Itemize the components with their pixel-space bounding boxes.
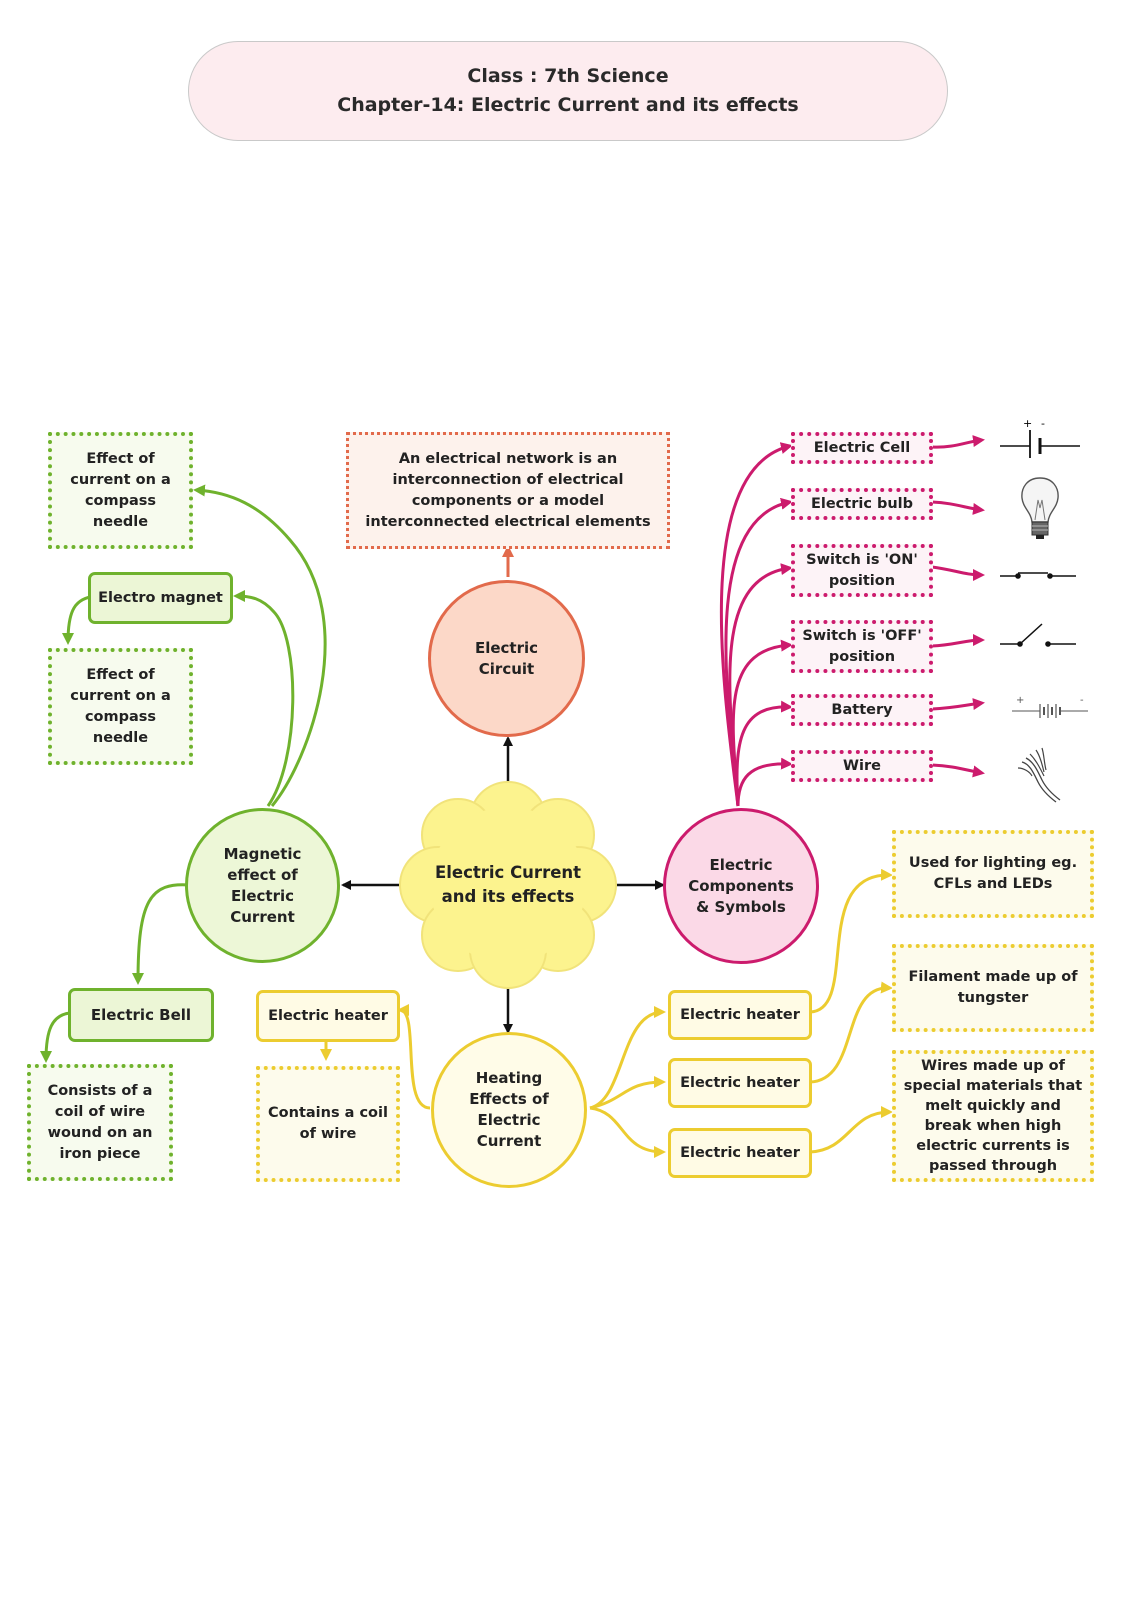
- heating-effect-node: Heating Effects of Electric Current: [431, 1032, 587, 1188]
- component-label-battery: Battery: [791, 694, 933, 726]
- center-cloud-shape: [399, 781, 617, 989]
- electromagnet-box: Electro magnet: [88, 572, 233, 624]
- heater-box-right-2: Electric heater: [668, 1058, 812, 1108]
- cell-plus-label: +: [1023, 418, 1032, 430]
- heater-box-right-3: Electric heater: [668, 1128, 812, 1178]
- header-class: Class : 7th Science: [467, 65, 669, 87]
- circuit-definition-box: An electrical network is an interconnect…: [346, 432, 670, 549]
- component-label-wire: Wire: [791, 750, 933, 782]
- component-label-cell: Electric Cell: [791, 432, 933, 464]
- component-label-switch-on: Switch is 'ON' position: [791, 544, 933, 597]
- header-chapter: Chapter-14: Electric Current and its eff…: [337, 94, 799, 116]
- switch-on-symbol: [1000, 572, 1076, 579]
- electric-bell-box: Electric Bell: [68, 988, 214, 1042]
- wire-symbol: [1017, 747, 1061, 803]
- heater-box-right-1: Electric heater: [668, 990, 812, 1040]
- cell-symbol: + -: [1000, 418, 1080, 458]
- center-topic: Electric Current and its effects: [434, 863, 582, 906]
- switch-off-symbol: [1000, 623, 1076, 647]
- heater-desc-lighting: Used for lighting eg. CFLs and LEDs: [892, 830, 1094, 918]
- electric-circuit-node: Electric Circuit: [428, 580, 585, 737]
- battery-minus-label: -: [1080, 695, 1084, 706]
- bell-description-box: Consists of a coil of wire wound on an i…: [27, 1064, 173, 1181]
- component-label-switch-off: Switch is 'OFF' position: [791, 620, 933, 673]
- heater-left-description: Contains a coil of wire: [256, 1066, 400, 1182]
- component-label-bulb: Electric bulb: [791, 488, 933, 520]
- bulb-symbol: [1021, 477, 1059, 539]
- battery-plus-label: +: [1016, 695, 1024, 706]
- compass-needle-box-top: Effect of current on a compass needle: [48, 432, 193, 549]
- heater-desc-filament: Filament made up of tungster: [892, 944, 1094, 1032]
- heater-box-left: Electric heater: [256, 990, 400, 1042]
- compass-needle-box-bottom: Effect of current on a compass needle: [48, 648, 193, 765]
- cell-minus-label: -: [1041, 418, 1045, 430]
- header-title-pill: Class : 7th Science Chapter-14: Electric…: [188, 41, 948, 141]
- electric-components-node: Electric Components & Symbols: [663, 808, 819, 964]
- magnetic-effect-node: Magnetic effect of Electric Current: [185, 808, 340, 963]
- battery-symbol: + -: [1012, 695, 1088, 718]
- heater-desc-fuse-wires: Wires made up of special materials that …: [892, 1050, 1094, 1182]
